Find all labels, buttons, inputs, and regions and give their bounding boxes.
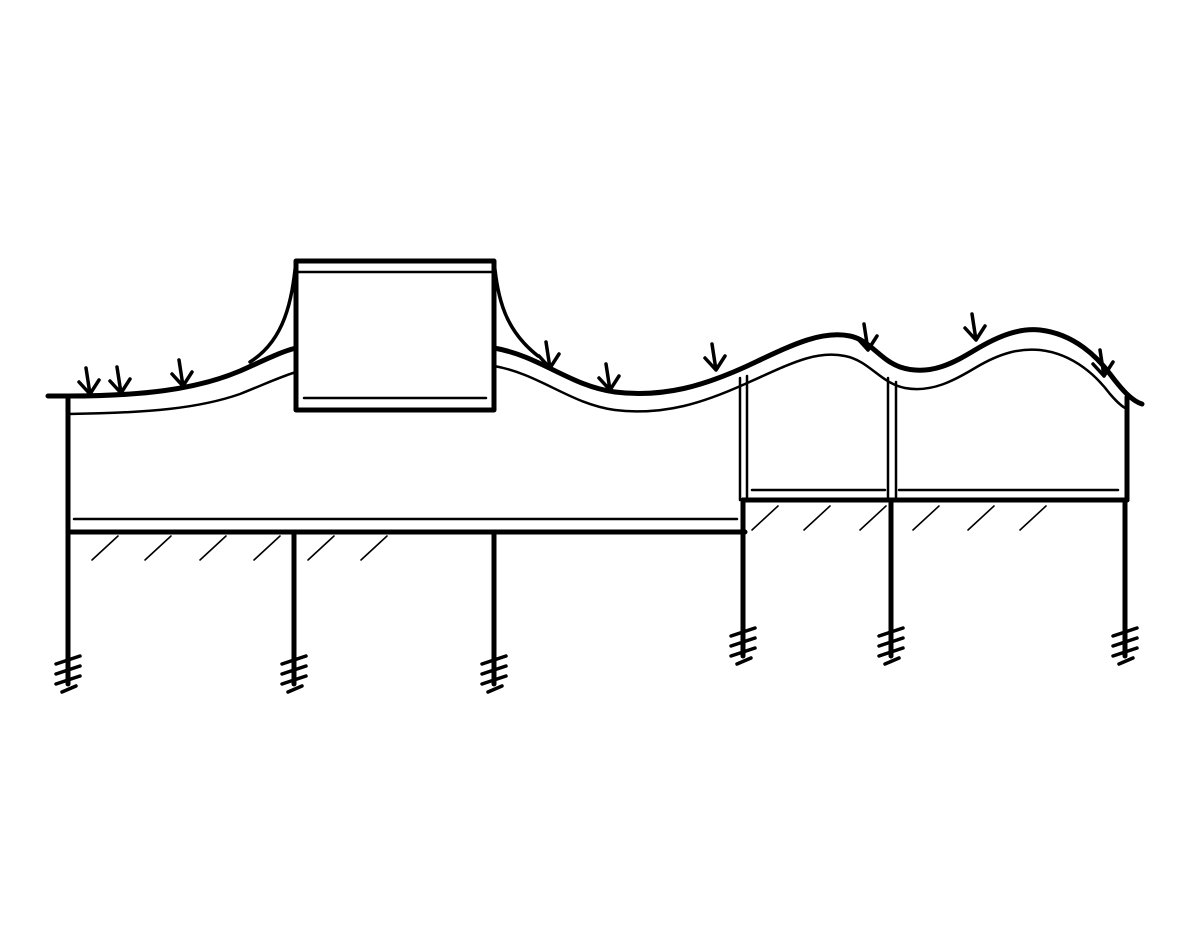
plant-mark xyxy=(537,340,561,370)
plant-mark xyxy=(963,312,987,342)
footing-2 xyxy=(280,654,308,694)
roof-inner-right xyxy=(492,348,1129,413)
footing-6 xyxy=(1111,626,1139,666)
roof-outer-left xyxy=(45,345,299,399)
rooftop-volume-outline xyxy=(293,258,497,413)
hatch-mark xyxy=(859,505,887,531)
footing-4 xyxy=(729,626,757,666)
hatch-mark xyxy=(360,535,388,561)
roof-outer-right xyxy=(491,327,1145,407)
plant-mark xyxy=(77,366,101,396)
hatch-mark xyxy=(912,505,940,531)
hatch-mark xyxy=(253,535,281,561)
lower-volume xyxy=(65,393,748,535)
plant-mark xyxy=(855,322,879,352)
hatch-mark xyxy=(1019,505,1047,531)
hatch-mark xyxy=(199,535,227,561)
plant-mark xyxy=(703,342,727,372)
hatch-mark xyxy=(144,535,172,561)
plant-mark xyxy=(170,358,194,388)
ground-hatching xyxy=(91,505,1047,561)
hatch-mark xyxy=(91,535,119,561)
hatch-mark xyxy=(751,505,779,531)
plant-mark xyxy=(108,365,132,395)
rooftop-volume xyxy=(248,258,540,413)
roof-planting xyxy=(77,312,1115,396)
rooftop-volume-right-fillet xyxy=(492,259,540,358)
hatch-mark xyxy=(307,535,335,561)
hatch-mark xyxy=(803,505,831,531)
pilotis xyxy=(54,497,1139,694)
rooftop-volume-left-fillet xyxy=(248,259,298,364)
footing-5 xyxy=(877,626,905,666)
roof-inner-left xyxy=(66,370,298,416)
roof xyxy=(45,327,1145,416)
raised-volume xyxy=(738,374,1130,535)
footing-1 xyxy=(54,654,82,694)
plant-mark xyxy=(1091,348,1115,378)
plant-mark xyxy=(597,362,621,392)
hatch-mark xyxy=(967,505,995,531)
footing-3 xyxy=(480,654,508,694)
